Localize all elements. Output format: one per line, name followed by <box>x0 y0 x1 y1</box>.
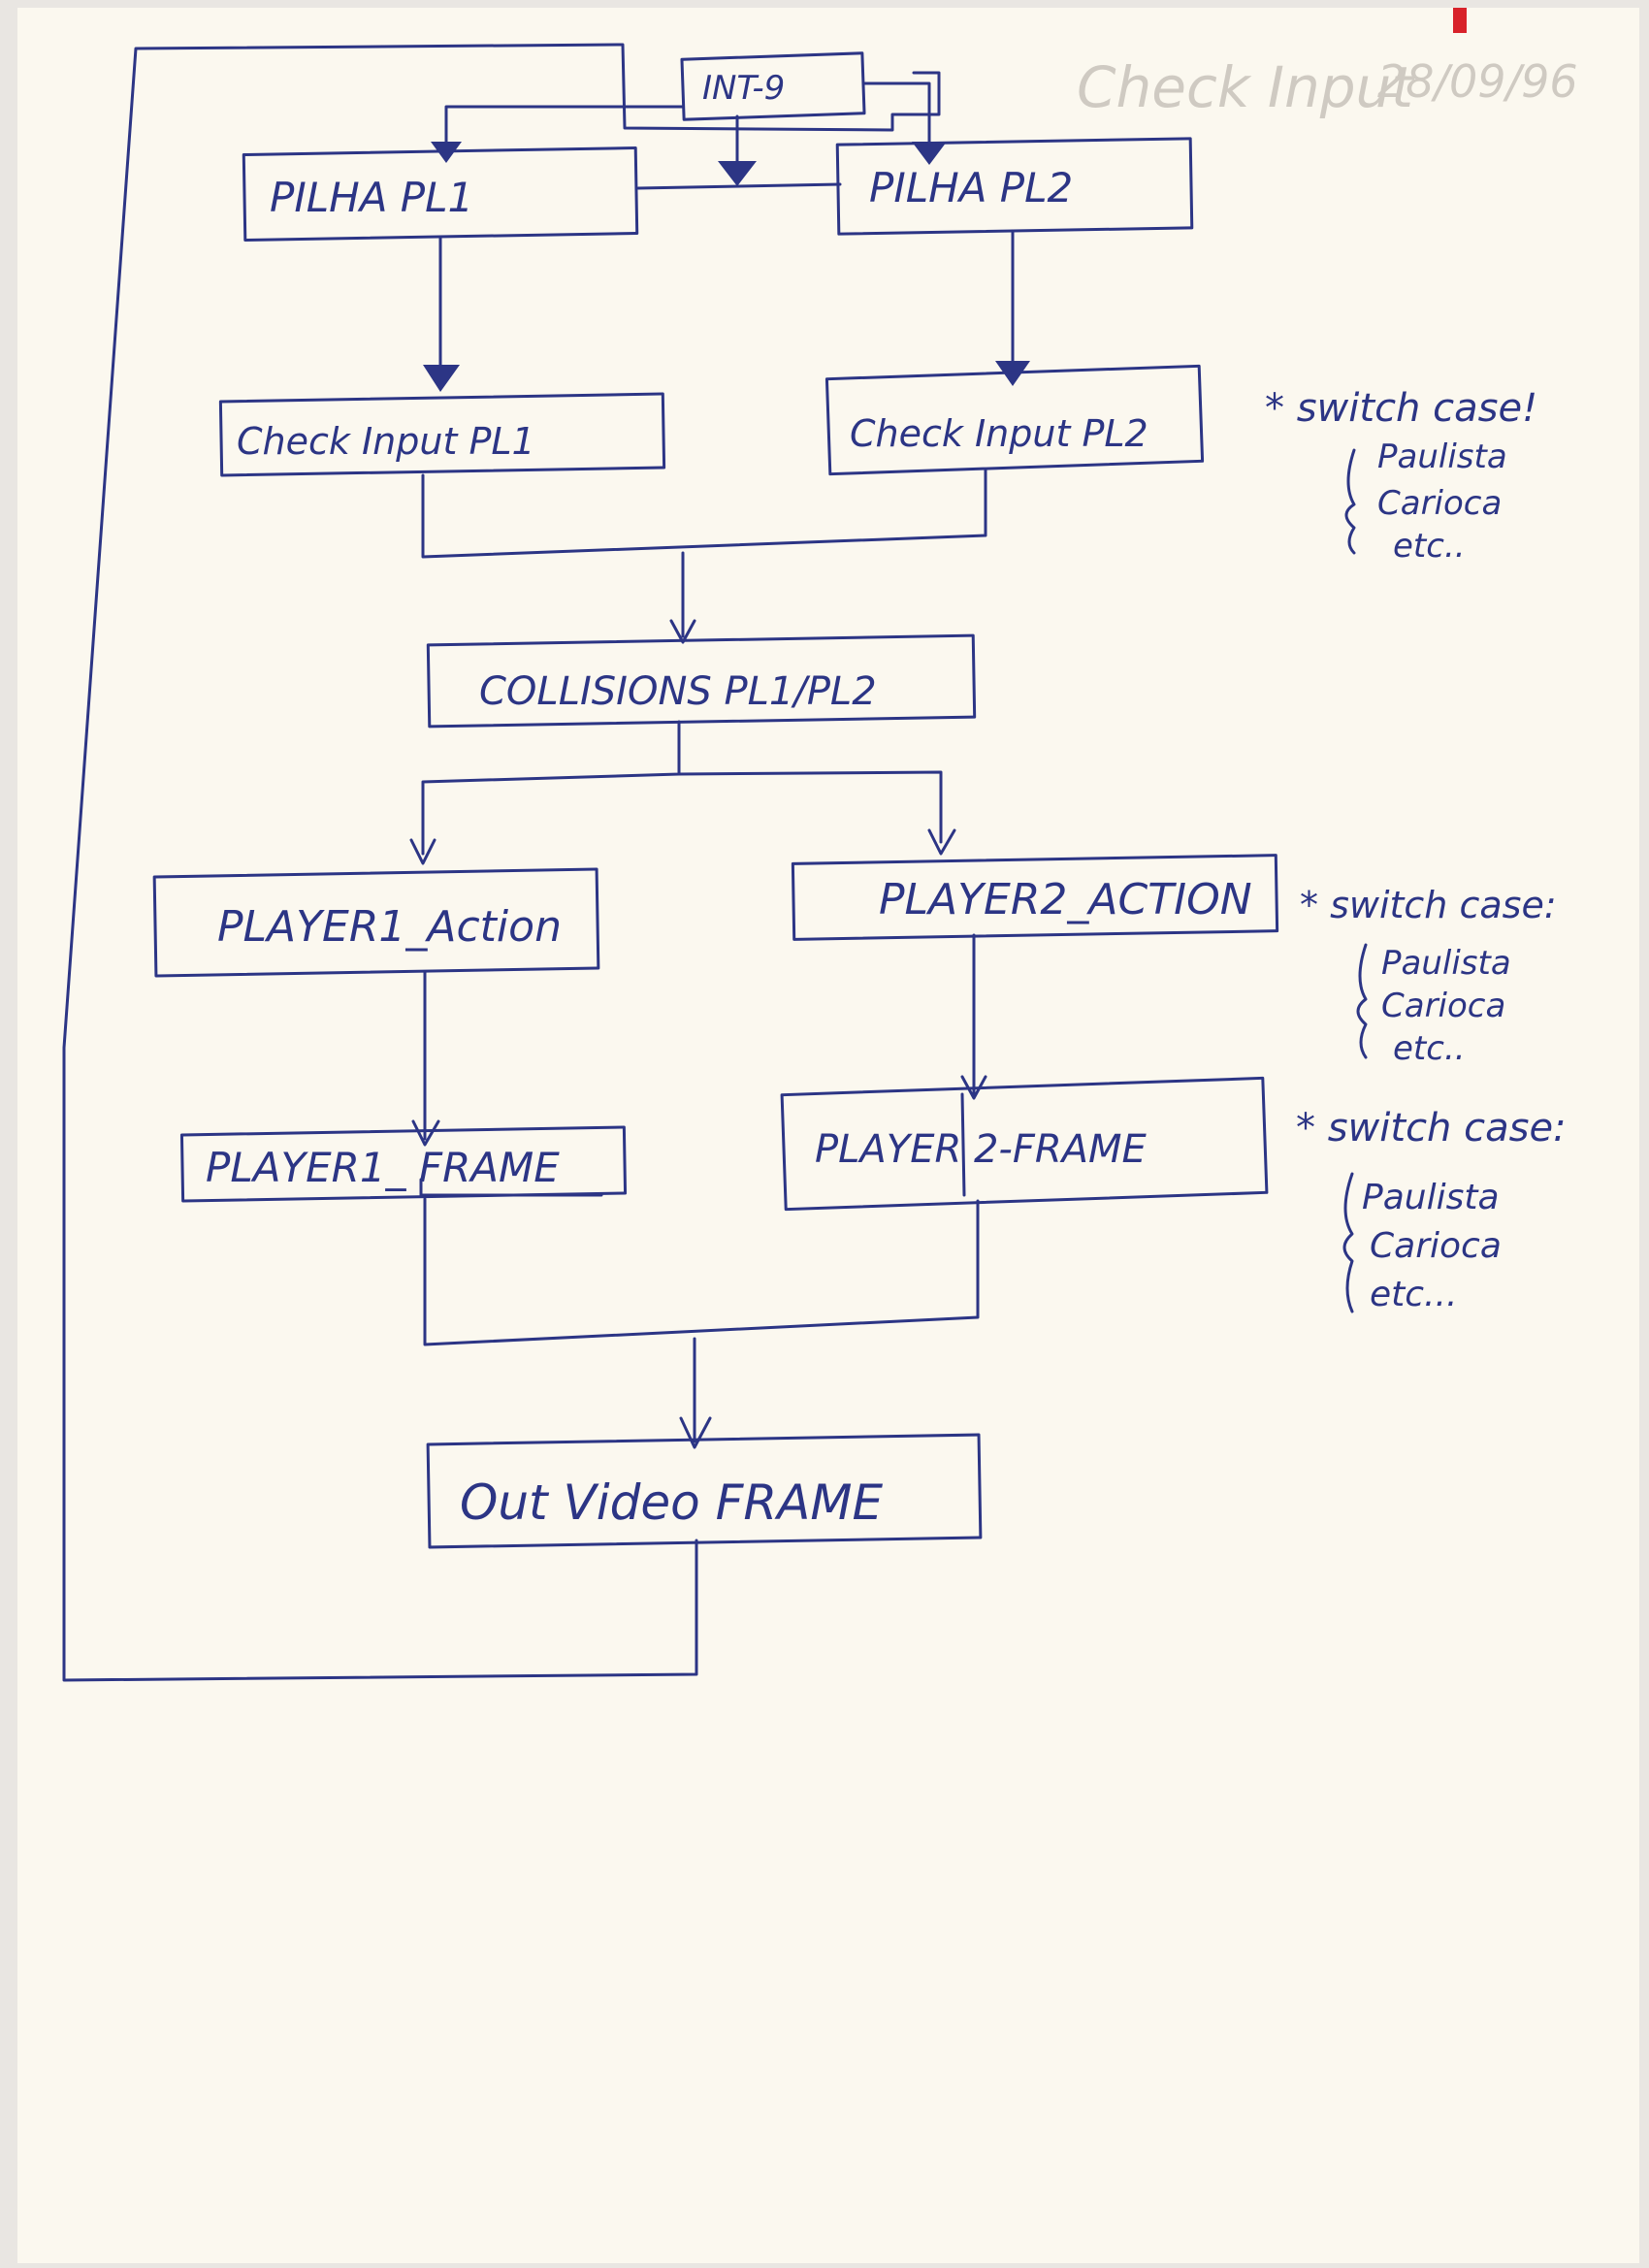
split-right-line <box>677 770 943 844</box>
player1-action-box <box>152 867 600 978</box>
pilha-pl1-label: PILHA PL1 <box>270 174 473 221</box>
out-video-label: Out Video FRAME <box>460 1474 883 1531</box>
player1-frame-box <box>179 1125 628 1203</box>
check-pl2-box <box>824 364 1205 476</box>
player2-action-label: PLAYER2_ACTION <box>879 875 1252 924</box>
arrow-head-action2 <box>927 828 956 856</box>
bleed-date: 28/09/96 <box>1377 55 1578 108</box>
note1-item-2: Carioca <box>1377 484 1502 523</box>
check-pl1-box <box>218 392 666 477</box>
collisions-box <box>426 633 977 729</box>
player2-frame-divider <box>960 1092 966 1197</box>
arrow-head-frame2 <box>960 1075 987 1100</box>
check-pl2-label: Check Input PL2 <box>850 412 1148 455</box>
note-switch-case-1: * switch case! Paulista Carioca etc.. <box>1265 386 1537 566</box>
note3-item-3: etc... <box>1370 1275 1457 1314</box>
pilha-pl2-box <box>835 137 1194 236</box>
player2-frame-box <box>780 1076 1269 1212</box>
note1-brace <box>1344 448 1356 555</box>
check-merge-line <box>421 468 987 559</box>
red-tab <box>1453 8 1467 33</box>
pl1-pl2-link <box>636 182 842 190</box>
player2-action-box <box>791 854 1279 941</box>
note1-title: * switch case! <box>1265 386 1537 431</box>
note1-item-3: etc.. <box>1393 527 1466 566</box>
bleed-heading: Check Input <box>1077 54 1415 120</box>
arrow-head-check1 <box>423 365 460 392</box>
arrow-head-collisions <box>669 619 696 644</box>
int9-to-pl2-line <box>861 81 931 147</box>
check-pl1-label: Check Input PL1 <box>237 420 535 463</box>
frame-merge-line <box>423 1197 980 1346</box>
arrow-head-pl2 <box>912 142 947 165</box>
note2-title: * switch case: <box>1300 884 1557 926</box>
arrow-head-out <box>679 1416 712 1449</box>
note2-brace <box>1356 943 1368 1059</box>
loop-line <box>62 43 941 1682</box>
note3-title: * switch case: <box>1296 1106 1567 1150</box>
note3-item-2: Carioca <box>1370 1226 1502 1266</box>
arrow-head-mid <box>718 161 757 186</box>
player1-frame-underline <box>419 1178 603 1197</box>
int9-to-pl1-line <box>444 105 685 147</box>
player1-action-label: PLAYER1_Action <box>217 902 562 952</box>
note3-item-1: Paulista <box>1362 1178 1500 1217</box>
arrow-head-action1 <box>409 838 436 865</box>
note2-item-1: Paulista <box>1381 944 1511 983</box>
collisions-split-line <box>421 720 681 856</box>
note3-brace <box>1342 1172 1354 1313</box>
note-switch-case-2: * switch case: Paulista Carioca etc.. <box>1300 884 1557 1068</box>
note2-item-3: etc.. <box>1393 1029 1466 1068</box>
note1-item-1: Paulista <box>1377 437 1507 476</box>
int9-label: INT-9 <box>702 69 785 108</box>
player2-frame-label: PLAYER 2-FRAME <box>815 1127 1148 1172</box>
collisions-label: COLLISIONS PL1/PL2 <box>479 669 877 714</box>
player1-frame-label: PLAYER1_ FRAME <box>206 1144 560 1191</box>
note-switch-case-3: * switch case: Paulista Carioca etc... <box>1296 1106 1567 1314</box>
out-video-box <box>426 1433 983 1549</box>
note2-item-2: Carioca <box>1381 987 1505 1025</box>
pilha-pl2-label: PILHA PL2 <box>869 164 1073 211</box>
